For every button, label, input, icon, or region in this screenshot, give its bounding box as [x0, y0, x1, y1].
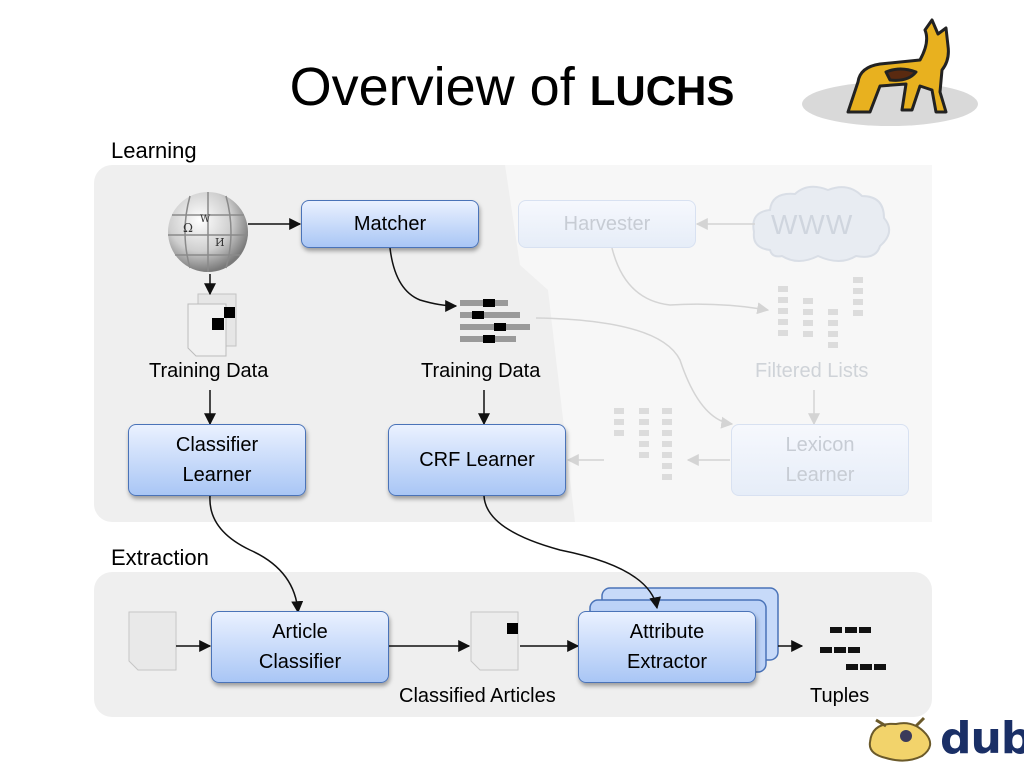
lynx-mascot-icon — [802, 18, 978, 126]
article-classifier-label: Article Classifier — [258, 621, 342, 673]
classifier-learner-box: Classifier Learner — [128, 424, 306, 496]
dub-logo-text: dub — [940, 713, 1024, 764]
cloud-icon — [752, 185, 891, 262]
slide-title: Overview of LUCHS — [0, 60, 1024, 114]
caption-training-data-left: Training Data — [149, 360, 269, 382]
document-icon — [128, 611, 177, 671]
attribute-extractor-box: Attribute Extractor — [578, 611, 756, 683]
svg-text:Ω: Ω — [183, 221, 193, 235]
caption-training-data-mid: Training Data — [421, 360, 541, 382]
svg-text:W: W — [200, 214, 211, 225]
caption-tuples: Tuples — [810, 685, 870, 707]
lexicon-lists-icon — [614, 408, 672, 480]
caption-classified-articles: Classified Articles — [399, 685, 556, 707]
matcher-box: Matcher — [301, 200, 479, 248]
svg-text:И: И — [215, 236, 225, 249]
harvester-label: Harvester — [563, 213, 651, 235]
crf-learner-box: CRF Learner — [388, 424, 566, 496]
title-main: Overview of — [289, 57, 590, 117]
tuples-icon — [820, 627, 886, 670]
connector-lines — [176, 218, 804, 652]
filtered-lists-icon — [778, 277, 863, 348]
harvester-box: Harvester — [518, 200, 696, 248]
document-icon — [187, 293, 237, 357]
lexicon-learner-label: Lexicon Learner — [785, 434, 855, 486]
section-label-learning: Learning — [111, 138, 197, 163]
dub-logo-icon — [868, 716, 932, 762]
lexicon-learner-box: Lexicon Learner — [731, 424, 909, 496]
faded-connector-lines — [535, 218, 820, 466]
document-icon — [470, 611, 519, 671]
sentence-lines-icon — [460, 299, 530, 343]
caption-filtered-lists: Filtered Lists — [755, 360, 869, 382]
wikipedia-globe-icon: Ω И W — [168, 192, 248, 272]
crf-learner-label: CRF Learner — [419, 449, 535, 471]
article-classifier-box: Article Classifier — [211, 611, 389, 683]
attribute-extractor-label: Attribute Extractor — [626, 621, 708, 673]
cloud-label: WWW — [771, 209, 854, 240]
section-label-extraction: Extraction — [111, 545, 209, 570]
title-emphasis: LUCHS — [589, 67, 735, 114]
classifier-learner-label: Classifier Learner — [175, 434, 259, 486]
matcher-label: Matcher — [353, 213, 427, 235]
